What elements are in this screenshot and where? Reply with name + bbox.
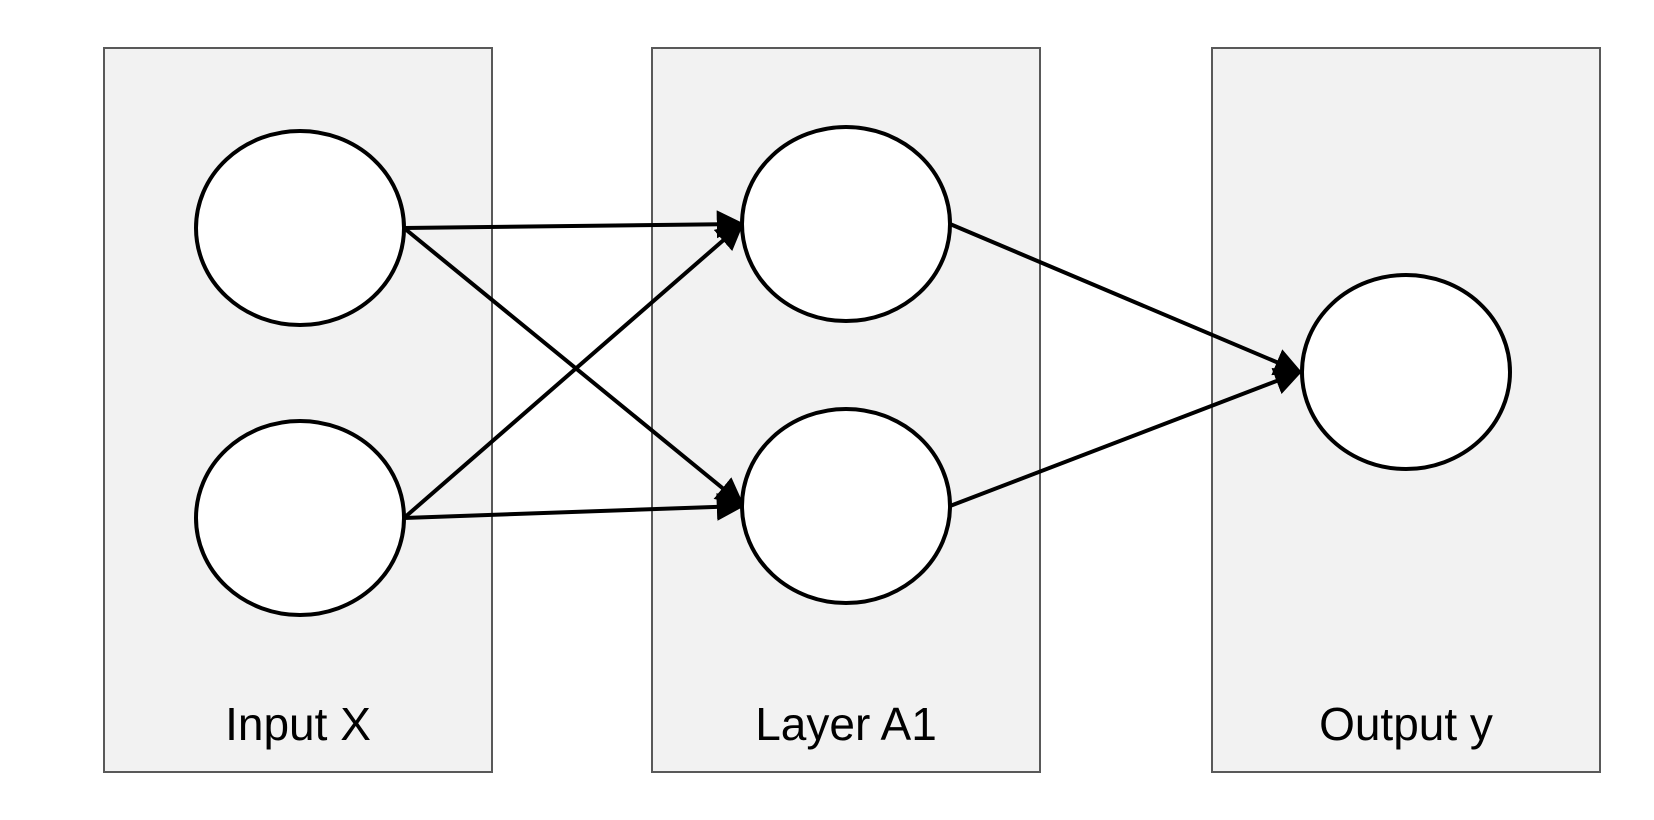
edge-x2-a1	[402, 222, 745, 520]
output-layer-label: Output y	[1319, 698, 1493, 750]
edge-a2-y	[949, 367, 1303, 508]
hidden-layer-label: Layer A1	[755, 698, 937, 750]
input-layer-label: Input X	[225, 698, 371, 750]
input-node-x1	[194, 129, 406, 327]
hidden-node-a2	[740, 407, 952, 605]
edges-group	[402, 210, 1303, 521]
edge-a1-y	[949, 222, 1303, 376]
hidden-node-a1	[740, 125, 952, 323]
output-node-y	[1300, 273, 1512, 471]
edge-x1-a2	[402, 226, 745, 506]
input-node-x2	[194, 419, 406, 617]
edge-x2-a2	[403, 492, 745, 521]
edge-x1-a1	[403, 210, 745, 239]
